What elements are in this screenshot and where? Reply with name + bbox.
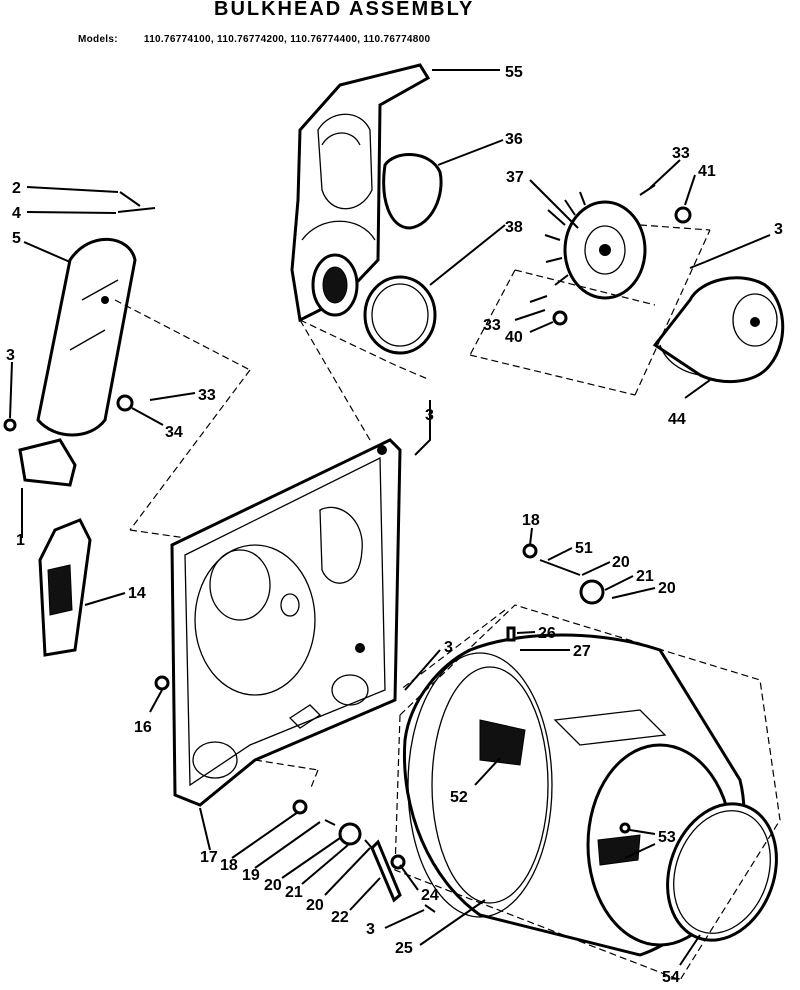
callout-40: 40: [505, 329, 523, 346]
callout-3-right: 3: [774, 221, 783, 238]
screw-3-left: [3, 418, 17, 432]
leader-lines: [9, 69, 771, 966]
roller-parts-bottom: [292, 799, 436, 913]
callout-1: 1: [16, 532, 25, 549]
models-label: Models:: [78, 34, 118, 45]
callout-22: 22: [331, 909, 349, 926]
callout-20-c: 20: [264, 877, 282, 894]
diagram-title: BULKHEAD ASSEMBLY: [214, 0, 475, 20]
callout-18-top: 18: [522, 512, 540, 529]
callout-19: 19: [242, 867, 260, 884]
callout-33-left: 33: [198, 387, 216, 404]
callout-2: 2: [12, 180, 21, 197]
callout-21-a: 21: [636, 568, 654, 585]
callout-33-top: 33: [672, 145, 690, 162]
callout-37: 37: [506, 169, 524, 186]
blower-housing-44: [652, 276, 785, 384]
blower-wheel-37: [544, 191, 647, 300]
callout-25: 25: [395, 940, 413, 957]
callout-20-b: 20: [658, 580, 676, 597]
callout-44: 44: [668, 411, 686, 428]
callout-41: 41: [698, 163, 716, 180]
callout-55: 55: [505, 64, 523, 81]
bracket-1: [18, 438, 77, 487]
callout-16: 16: [134, 719, 152, 736]
screw-41: [674, 206, 692, 224]
nut-18-top: [522, 543, 538, 559]
callout-52: 52: [450, 789, 468, 806]
models-list: 110.76774100, 110.76774200, 110.76774400…: [143, 34, 431, 45]
duct-seal-38: [363, 275, 437, 355]
bulkhead-panel: [170, 438, 402, 807]
callout-20-d: 20: [306, 897, 324, 914]
clip-53: [619, 822, 631, 834]
callout-54: 54: [662, 969, 680, 986]
callout-3-drum: 3: [444, 639, 453, 656]
switch-14: [38, 518, 92, 657]
screw-3-right: [689, 261, 706, 269]
screw-2: [119, 191, 141, 207]
callout-17: 17: [200, 849, 218, 866]
callout-14: 14: [128, 585, 146, 602]
callout-27: 27: [573, 643, 591, 660]
shaft-51: [539, 559, 581, 576]
callout-33-mid: 33: [483, 317, 501, 334]
bearing-21: [579, 579, 605, 605]
washer-34: [116, 394, 134, 412]
callout-53: 53: [658, 829, 676, 846]
grommet-16: [154, 675, 170, 691]
callout-3-bottom: 3: [366, 921, 375, 938]
callout-26: 26: [538, 625, 556, 642]
screw-33-mid: [529, 295, 548, 303]
callout-4: 4: [12, 205, 21, 222]
models-line: Models: 110.76774100, 110.76774200, 110.7…: [78, 34, 430, 45]
duct-seal-36: [382, 153, 443, 230]
callout-labels: 55 36 38 37 33 41 3 33 40 44 2 4 5 3 33 …: [6, 64, 783, 986]
exhaust-duct: [290, 63, 431, 323]
callout-20-a: 20: [612, 554, 630, 571]
callout-5: 5: [12, 230, 21, 247]
washer-40: [552, 310, 568, 326]
callout-36: 36: [505, 131, 523, 148]
panel-5: [36, 237, 137, 437]
callout-18-bottom: 18: [220, 857, 238, 874]
callout-3-left: 3: [6, 347, 15, 364]
callout-21-b: 21: [285, 884, 303, 901]
callout-38: 38: [505, 219, 523, 236]
callout-34: 34: [165, 424, 183, 441]
screw-4: [117, 207, 156, 213]
callout-51: 51: [575, 540, 593, 557]
callout-24: 24: [421, 887, 439, 904]
callout-3-center: 3: [425, 407, 434, 424]
tab-26: [506, 626, 516, 642]
